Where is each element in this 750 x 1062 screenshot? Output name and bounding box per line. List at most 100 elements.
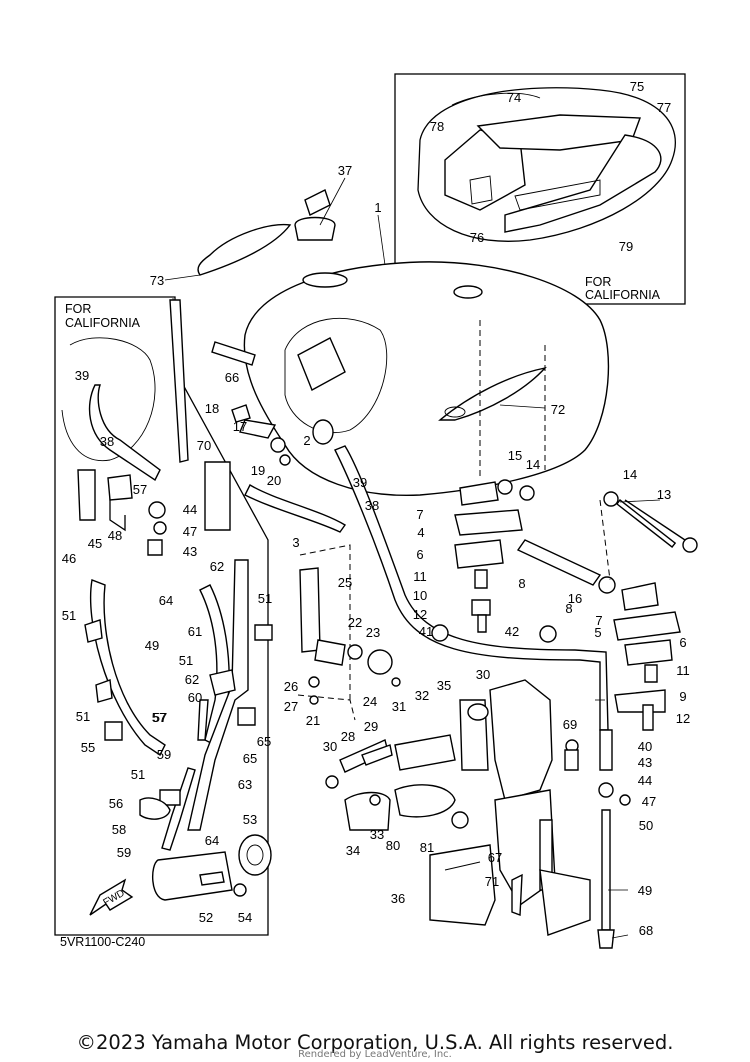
part-number: 27 [284,699,298,714]
part-number: 47 [642,794,656,809]
part-number: 51 [258,591,272,606]
part-number: 35 [437,678,451,693]
part-number: 26 [284,679,298,694]
part-numbers: 1 2 3 4 5 6 6 7 7 8 8 9 10 11 11 12 12 1… [62,79,690,938]
copyright-notice: ©2023 Yamaha Motor Corporation, U.S.A. A… [76,1031,674,1054]
part-number: 5 [594,625,601,640]
part-number: 57 [152,710,166,725]
part-number: 62 [210,559,224,574]
part-number: 65 [243,751,257,766]
part-number: 49 [145,638,159,653]
part-number: 8 [518,576,525,591]
part-number: 51 [131,767,145,782]
part-number: 33 [370,827,384,842]
part-number: 19 [251,463,265,478]
part-number: 76 [470,230,484,245]
part-number: 38 [100,434,114,449]
part-number: 58 [112,822,126,837]
part-number: 9 [679,689,686,704]
part-number: 14 [623,467,637,482]
part-number: 46 [62,551,76,566]
part-number: 74 [507,90,521,105]
part-number: 13 [657,487,671,502]
part-number: 4 [417,525,424,540]
fuel-pump-assembly [299,567,631,949]
part-number: 30 [476,667,490,682]
part-number: 63 [238,777,252,792]
part-number: 44 [183,502,197,517]
california-label-left-2: CALIFORNIA [65,316,141,330]
part-number: 55 [81,740,95,755]
part-number: 23 [366,625,380,640]
part-number: 67 [488,850,502,865]
part-number: 51 [62,608,76,623]
part-number: 34 [346,843,360,858]
part-number: 81 [420,840,434,855]
part-number: 21 [306,713,320,728]
part-number: 43 [183,544,197,559]
part-number: 15 [508,448,522,463]
part-number: 40 [638,739,652,754]
part-number: 65 [257,734,271,749]
california-inset-top: FOR CALIFORNIA [394,73,686,305]
part-number: 32 [415,688,429,703]
diagram-code: 5VR1100-C240 [60,935,145,949]
part-number: 68 [639,923,653,938]
part-number: 51 [76,709,90,724]
part-number: 36 [391,891,405,906]
part-number: 17 [233,419,247,434]
part-number: 39 [353,475,367,490]
part-number: 22 [348,615,362,630]
part-number: 71 [485,874,499,889]
part-number: 56 [109,796,123,811]
part-number: 41 [419,624,433,639]
part-number: 69 [563,717,577,732]
part-number: 11 [413,569,427,584]
california-label-top-1: FOR [585,275,611,289]
part-number: 64 [159,593,173,608]
part-number: 39 [75,368,89,383]
part-number: 51 [179,653,193,668]
part-number: 49 [638,883,652,898]
part-number: 1 [374,200,381,215]
part-number: 75 [630,79,644,94]
part-number: 45 [88,536,102,551]
part-number: 60 [188,690,202,705]
part-number: 57 [133,482,147,497]
part-number: 78 [430,119,444,134]
part-number: 28 [341,729,355,744]
part-number: 29 [364,719,378,734]
part-number: 30 [323,739,337,754]
part-number: 18 [205,401,219,416]
part-number: 54 [238,910,252,925]
part-number: 31 [392,699,406,714]
part-number: 44 [638,773,652,788]
leader-lines [164,177,661,939]
part-number: 37 [338,163,352,178]
part-number: 50 [639,818,653,833]
part-number: 77 [657,100,671,115]
part-number: 25 [338,575,352,590]
part-number: 6 [416,547,423,562]
part-number: 6 [679,635,686,650]
part-number: 42 [505,624,519,639]
part-number: 12 [413,607,427,622]
part-number: 57 [153,710,167,725]
part-number: 7 [416,507,423,522]
part-number: 61 [188,624,202,639]
part-number: 24 [363,694,377,709]
part-number: 48 [108,528,122,543]
part-number: 64 [205,833,219,848]
california-label-top-2: CALIFORNIA [585,288,661,302]
rendered-by-credit: Rendered by LeadVenture, Inc. [298,1049,452,1060]
part-number: 59 [117,845,131,860]
part-number: 47 [183,524,197,539]
california-label-left-1: FOR [65,302,91,316]
part-number: 70 [197,438,211,453]
part-number: 80 [386,838,400,853]
part-number: 20 [267,473,281,488]
part-number: 3 [292,535,299,550]
part-number: 79 [619,239,633,254]
part-number: 62 [185,672,199,687]
